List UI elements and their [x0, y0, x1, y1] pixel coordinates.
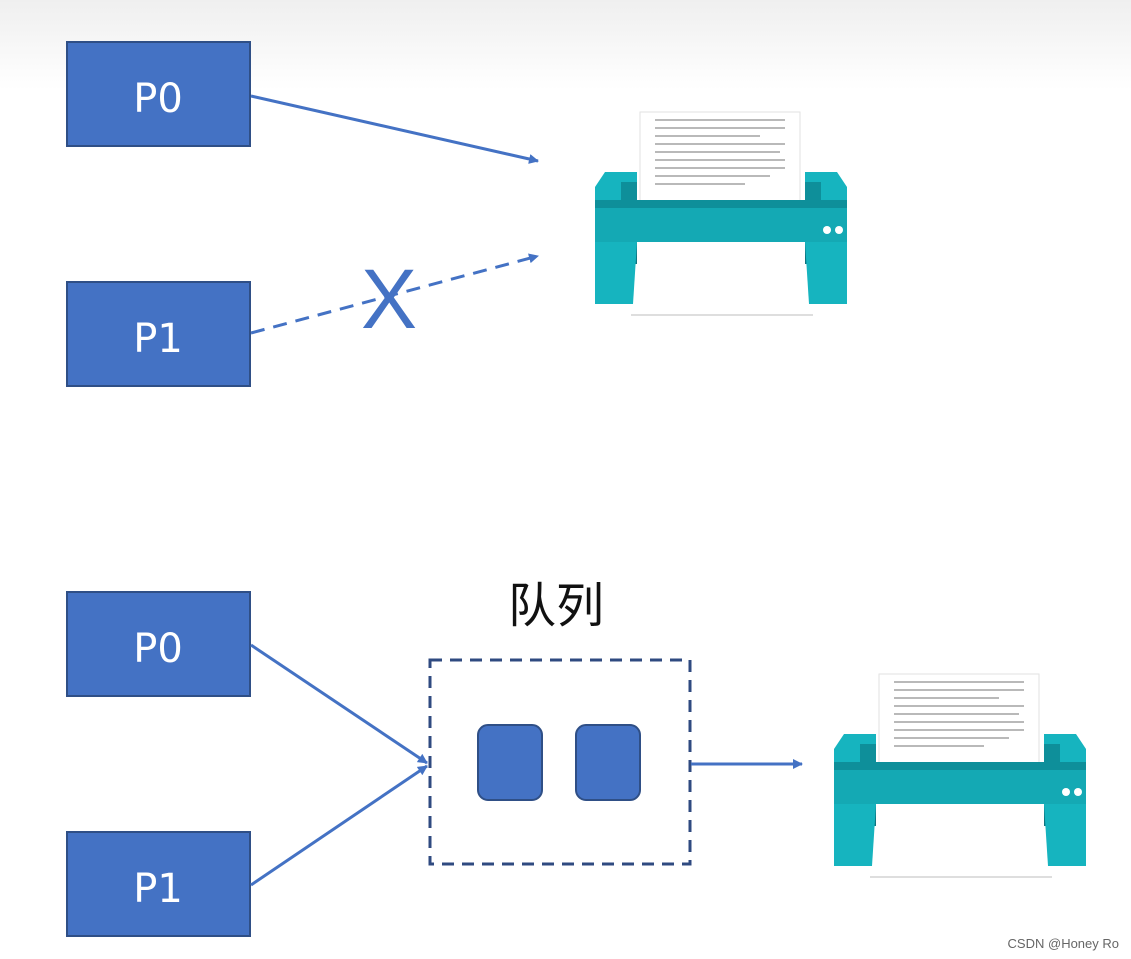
queue-item — [575, 724, 641, 801]
top-scenario: P0 P1 X — [66, 41, 848, 387]
watermark: CSDN @Honey Ro — [1007, 936, 1119, 951]
process-label: P1 — [133, 316, 183, 362]
arrow-p1-to-queue — [250, 764, 428, 887]
queue-title: 队列 — [508, 578, 604, 634]
blocked-arrow-p1-to-printer — [250, 253, 539, 335]
printer-icon — [833, 673, 1087, 878]
process-box-p1-bottom: P1 — [66, 831, 251, 937]
process-box-p1-top: P1 — [66, 281, 251, 387]
bottom-scenario: P0 P1 队列 — [66, 578, 1087, 937]
process-label: P0 — [133, 626, 183, 672]
process-box-p0-bottom: P0 — [66, 591, 251, 697]
queue-box — [428, 658, 692, 866]
process-label: P0 — [133, 76, 183, 122]
blocked-mark: X — [361, 252, 417, 346]
printer-icon — [594, 111, 848, 316]
queue-item — [477, 724, 543, 801]
process-box-p0-top: P0 — [66, 41, 251, 147]
arrow-p0-to-printer — [250, 94, 539, 164]
process-label: P1 — [133, 866, 183, 912]
arrow-p0-to-queue — [250, 643, 428, 765]
